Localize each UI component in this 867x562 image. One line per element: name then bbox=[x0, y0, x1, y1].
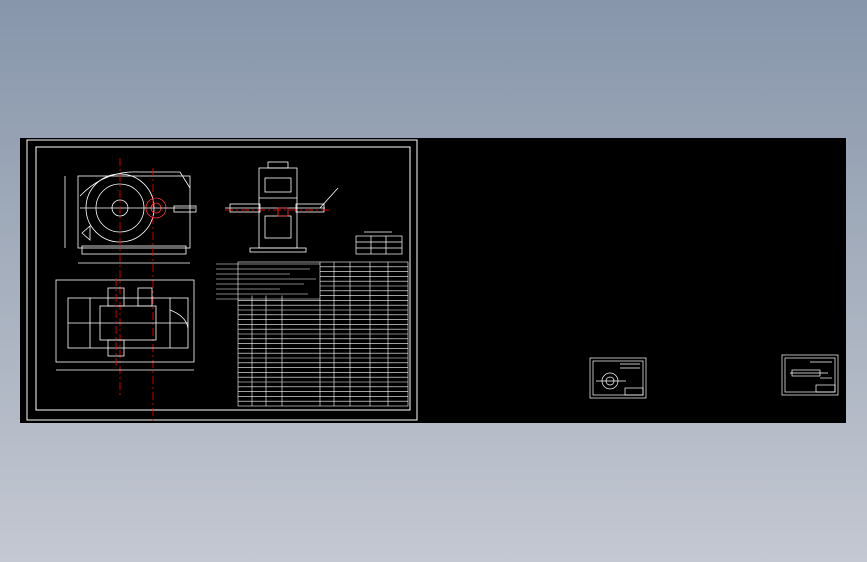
bom-parts-list[interactable] bbox=[237, 261, 409, 407]
cad-viewport[interactable] bbox=[20, 138, 846, 423]
top-view[interactable] bbox=[55, 279, 195, 371]
technical-notes[interactable] bbox=[216, 263, 320, 300]
drawing-svg bbox=[26, 139, 839, 423]
main-sheet-outer-border[interactable] bbox=[26, 139, 418, 421]
main-sheet-inner-border bbox=[35, 146, 411, 411]
front-view[interactable] bbox=[64, 171, 197, 264]
part-sheet-2[interactable] bbox=[781, 354, 839, 396]
parameter-table[interactable] bbox=[355, 231, 403, 255]
part-sheet-1[interactable] bbox=[589, 357, 647, 399]
side-view[interactable] bbox=[225, 161, 339, 253]
